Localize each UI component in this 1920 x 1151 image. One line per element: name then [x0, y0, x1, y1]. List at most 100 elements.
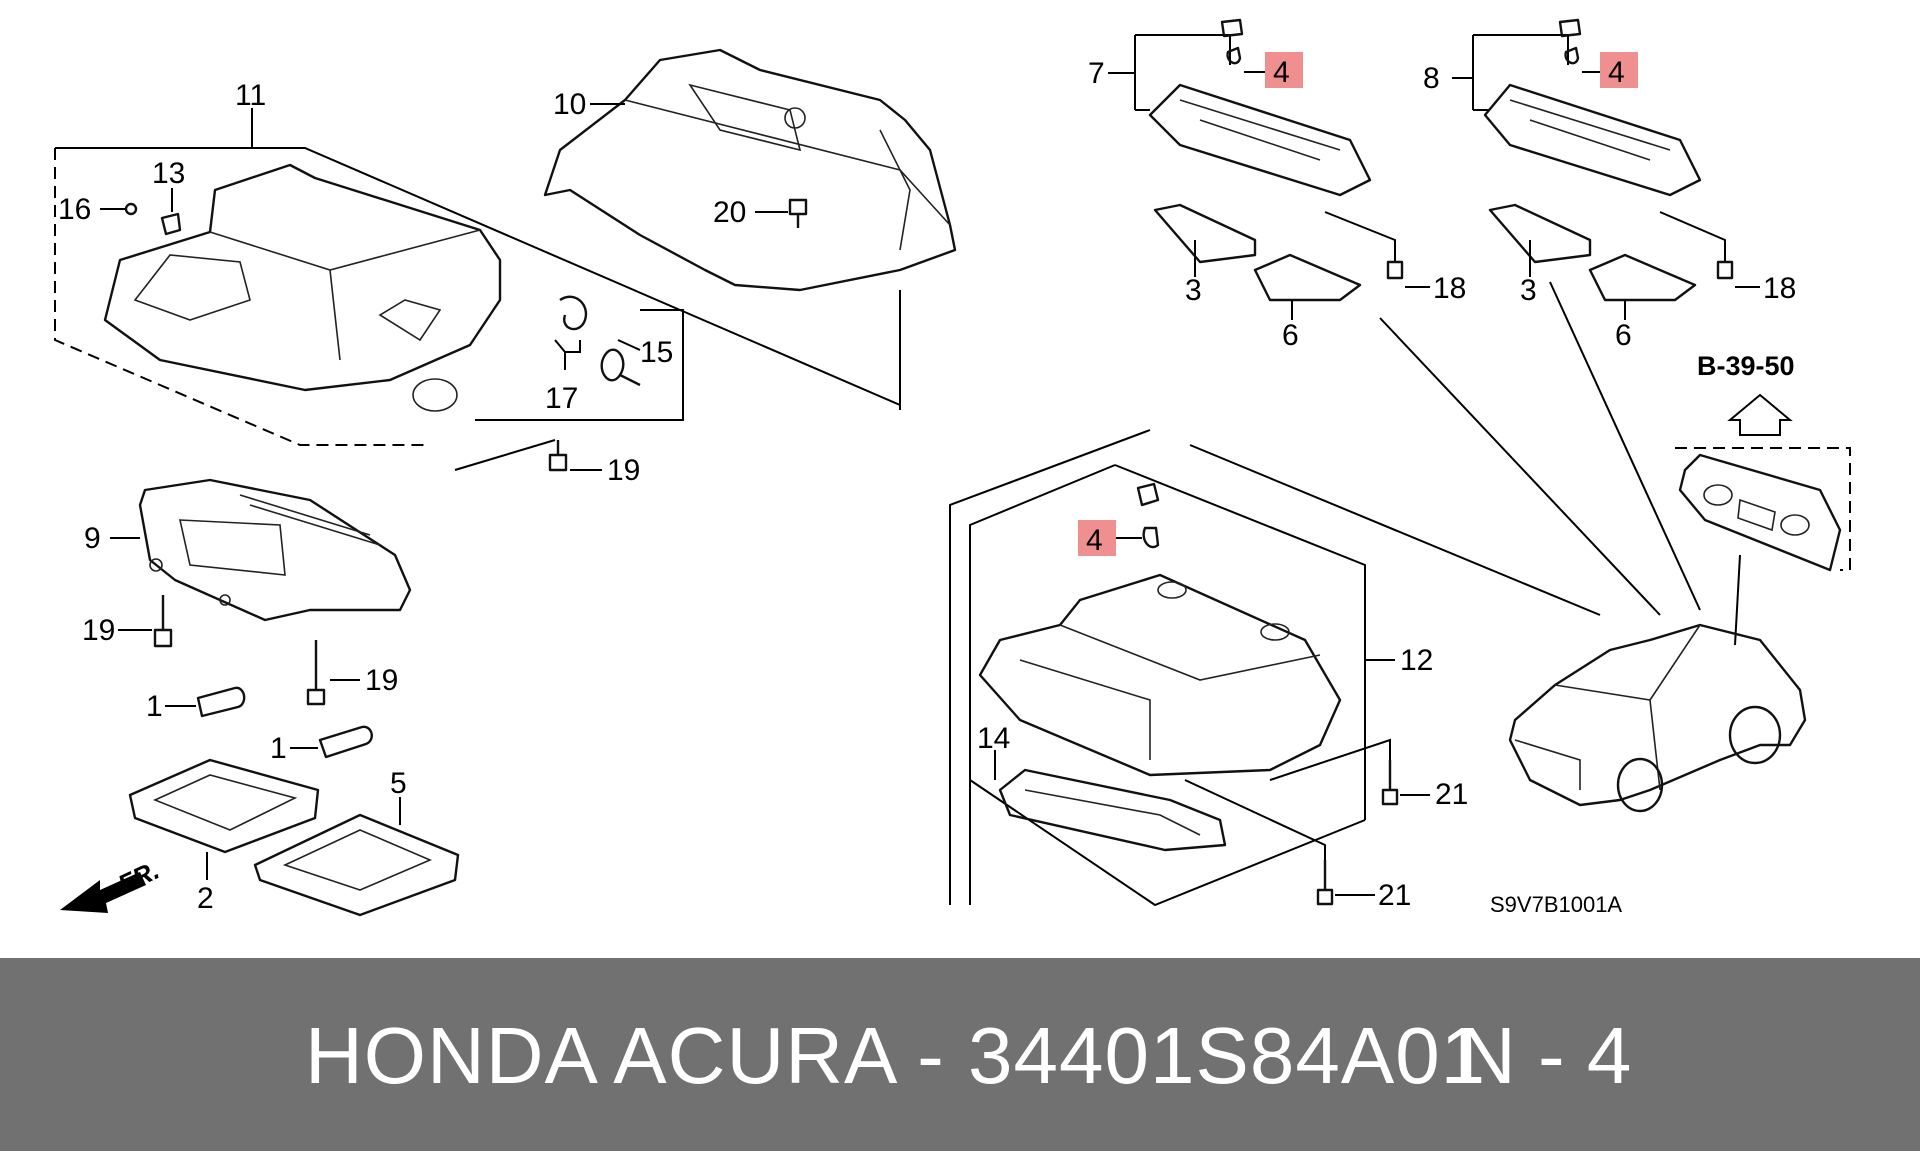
section-up-arrow-icon — [1727, 393, 1793, 436]
console-assembly-12 — [949, 429, 1601, 907]
lens-6a — [1253, 253, 1362, 302]
bulbs-1 — [165, 686, 373, 759]
section-lamp — [1678, 453, 1842, 572]
trim-14 — [998, 768, 1227, 852]
lens-6b — [1588, 253, 1697, 302]
screw-20 — [788, 198, 808, 228]
vehicle-pillar — [1649, 699, 1661, 791]
center-console-hole-2 — [1260, 623, 1290, 641]
lens-3a — [1153, 203, 1257, 264]
highlight-4a — [1265, 52, 1303, 88]
console-7-group — [1108, 18, 1430, 320]
frame-left — [949, 429, 1151, 905]
frame-top — [1189, 444, 1601, 616]
callout-12: 12 — [1400, 644, 1433, 677]
spring-15 — [600, 348, 641, 387]
lens-3b — [1488, 203, 1592, 264]
callout-4b: 4 — [1608, 56, 1625, 89]
vehicle-locator — [1508, 623, 1807, 813]
callout-3a: 3 — [1185, 274, 1202, 307]
callout-17: 17 — [545, 382, 578, 415]
housing-lens — [378, 299, 442, 342]
callout-16: 16 — [58, 193, 91, 226]
callout-21a: 21 — [1435, 778, 1468, 811]
callout-6b: 6 — [1615, 319, 1632, 352]
console-ribs — [239, 494, 381, 546]
inner-frame-right — [1114, 464, 1366, 820]
callout-19-right: 19 — [365, 664, 398, 697]
leader-17 — [554, 339, 581, 370]
bracket-11-top — [55, 147, 901, 406]
trim-14-detail — [1024, 789, 1201, 836]
vehicle-body — [1508, 623, 1807, 807]
bracket-cutout — [688, 83, 802, 152]
callout-19-left: 19 — [82, 614, 115, 647]
console-8-detail — [1509, 99, 1671, 161]
callout-1b: 1 — [270, 732, 287, 765]
center-console-edge-2 — [1019, 659, 1151, 760]
highlight-4c — [1078, 520, 1116, 556]
console-8-group — [1452, 18, 1760, 320]
front-direction-marker: FR. — [60, 855, 164, 913]
exploded-parts-drawing: FR. — [54, 18, 1851, 917]
screw-18a — [1386, 260, 1404, 280]
leader-19-top — [454, 439, 556, 471]
clip-13 — [160, 212, 182, 236]
bulb-socket-7 — [1220, 18, 1244, 38]
bracket-leg — [879, 129, 911, 251]
callout-19-top: 19 — [607, 454, 640, 487]
reference-code: S9V7B1001A — [1490, 892, 1622, 917]
screw-16 — [124, 202, 138, 216]
part-number-title: HONDA ACURA - 34401S84A01 — [305, 1011, 1487, 1100]
vehicle-front-wheel — [1616, 757, 1664, 813]
screw-19-right — [306, 640, 326, 706]
housing-opening — [133, 254, 251, 321]
screw-18b — [1716, 260, 1734, 280]
callout-8: 8 — [1423, 62, 1440, 95]
leader-18a-line — [1324, 211, 1396, 262]
section-lamp-lens-1 — [1703, 484, 1733, 506]
part-number-banner: HONDA ACURA - 34401S84A01 N - 4 — [0, 958, 1920, 1151]
lens-2 — [128, 758, 320, 854]
vehicle-rear-wheel — [1728, 705, 1782, 765]
diagram-canvas: FR. — [54, 18, 1851, 917]
callout-2: 2 — [197, 882, 214, 915]
callout-15: 15 — [640, 336, 673, 369]
callout-20: 20 — [713, 196, 746, 229]
section-detail-frame — [1675, 447, 1851, 571]
callout-18b: 18 — [1763, 272, 1796, 305]
callout-4a: 4 — [1273, 56, 1290, 89]
callout-number-code: N - 4 — [1458, 1011, 1632, 1100]
section-lamp-switch — [1737, 498, 1776, 532]
locator-line-2 — [1549, 281, 1701, 611]
console-body — [138, 478, 412, 622]
callout-1a: 1 — [146, 690, 163, 723]
locator-line-1 — [1379, 317, 1661, 616]
bracket-7 — [1108, 34, 1231, 111]
section-reference-detail — [1675, 393, 1851, 572]
bracket-11-right — [475, 309, 684, 421]
map-light-assembly-11 — [54, 108, 901, 471]
vehicle-windshield — [1554, 624, 1701, 701]
callout-3b: 3 — [1520, 274, 1537, 307]
callout-21b: 21 — [1378, 879, 1411, 912]
roof-bracket-10 — [543, 48, 957, 410]
callout-11: 11 — [235, 79, 266, 112]
bracket-rib — [624, 99, 951, 226]
console-8 — [1483, 83, 1702, 197]
screw-21a — [1381, 760, 1399, 806]
console-hole — [149, 558, 163, 572]
locator-line-3 — [1734, 554, 1741, 646]
lens-2-grid — [152, 774, 298, 831]
bulb-1b — [318, 725, 373, 759]
screw-19-left — [153, 595, 173, 648]
leader-15 — [617, 339, 641, 351]
screw-19-top — [548, 440, 568, 472]
lens-5-grid — [282, 829, 433, 891]
console-panel — [178, 519, 286, 576]
console-7-detail — [1179, 99, 1341, 161]
leader-21a-line — [1269, 738, 1391, 781]
callout-6a: 6 — [1282, 319, 1299, 352]
lens-5 — [253, 813, 460, 917]
